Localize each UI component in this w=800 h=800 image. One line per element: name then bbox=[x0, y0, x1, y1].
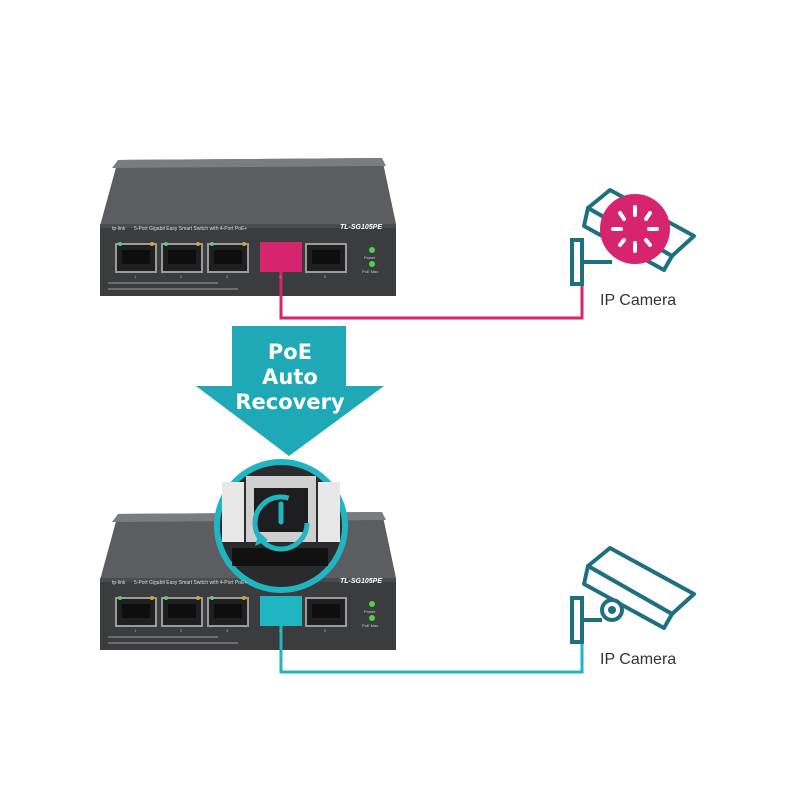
bottom-port-number-5: 5 bbox=[324, 628, 327, 633]
power-restart-icon bbox=[252, 494, 310, 552]
bottom-port-number-4: 4 bbox=[279, 628, 282, 633]
bottom-port-number-2: 2 bbox=[180, 628, 183, 633]
port-zoom-magnifier bbox=[214, 459, 348, 593]
top-switch-model: TL-SG105PE bbox=[340, 224, 383, 231]
top-port-number-1: 1 bbox=[134, 274, 137, 279]
bottom-port-number-3: 3 bbox=[226, 628, 229, 633]
ip-camera-top-icon bbox=[570, 188, 696, 286]
bottom-highlighted-port bbox=[260, 596, 302, 626]
top-brand-logo: tp-link bbox=[112, 226, 126, 232]
bottom-ports bbox=[115, 596, 347, 627]
bottom-brand-logo: tp-link bbox=[112, 580, 126, 586]
ip-camera-bottom-icon bbox=[570, 546, 696, 644]
top-ports bbox=[115, 242, 347, 273]
top-highlighted-port bbox=[260, 242, 302, 272]
bottom-cable bbox=[279, 626, 584, 674]
bottom-led-poe-max-label: PoE Max bbox=[362, 623, 379, 628]
top-port-number-2: 2 bbox=[180, 274, 183, 279]
bottom-led-power-label: Power bbox=[364, 609, 376, 614]
camera-bottom-label: IP Camera bbox=[600, 651, 677, 668]
top-cable bbox=[279, 272, 584, 320]
top-port-number-4: 4 bbox=[279, 274, 282, 279]
arrow-line-2: Auto bbox=[262, 365, 318, 389]
top-port-number-5: 5 bbox=[324, 274, 327, 279]
bottom-port-number-1: 1 bbox=[134, 628, 137, 633]
arrow-line-3: Recovery bbox=[235, 390, 345, 414]
top-switch-description: 5-Port Gigabit Easy Smart Switch with 4-… bbox=[134, 226, 248, 232]
camera-top-label: IP Camera bbox=[600, 292, 677, 309]
poe-auto-recovery-arrow bbox=[196, 326, 384, 456]
top-led-power-label: Power bbox=[364, 255, 376, 260]
top-led-poe-max-label: PoE Max bbox=[362, 269, 379, 274]
top-port-number-3: 3 bbox=[226, 274, 229, 279]
top-status-circle bbox=[600, 194, 670, 264]
bottom-switch-model: TL-SG105PE bbox=[340, 578, 383, 585]
bottom-switch-description: 5-Port Gigabit Easy Smart Switch with 4-… bbox=[134, 580, 248, 586]
loading-spinner-icon bbox=[611, 205, 659, 253]
top-switch bbox=[100, 158, 396, 296]
arrow-line-1: PoE bbox=[267, 340, 313, 364]
